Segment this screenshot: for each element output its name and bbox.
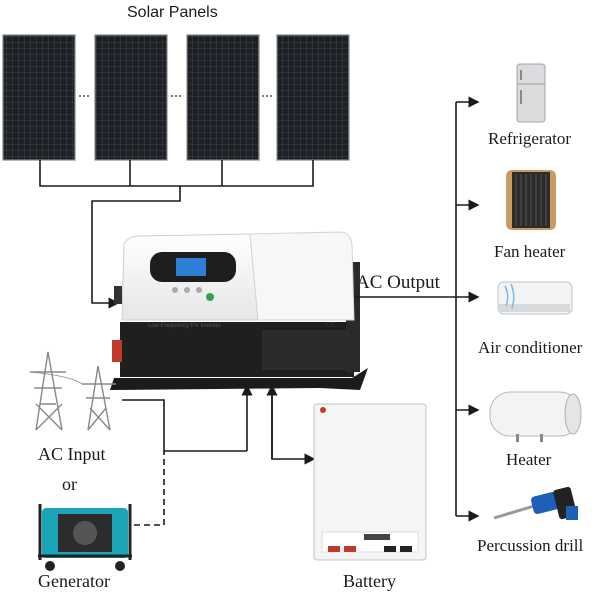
solar-panel-1 (2, 34, 76, 161)
power-tower-icon (29, 351, 116, 431)
solar-panel-2 (94, 34, 168, 161)
output-label-heater: Heater (506, 450, 552, 469)
ac-output-label: AC Output (356, 272, 440, 293)
solar-panels-title: Solar Panels (127, 4, 218, 21)
panel-wiring (39, 160, 314, 309)
generator-label: Generator (38, 571, 110, 591)
solar-panel-4 (276, 34, 350, 161)
output-label-percussion-drill: Percussion drill (477, 536, 584, 555)
battery-icon (313, 403, 427, 561)
ac-output-wiring (354, 96, 480, 522)
panel-ellipsis (79, 95, 272, 97)
generator-icon (38, 504, 132, 571)
water-heater-icon (489, 391, 582, 442)
fan-heater-icon (506, 170, 556, 230)
solar-panel-3 (186, 34, 260, 161)
ac-input-label: AC Input (38, 444, 106, 464)
inverter: Low Frequency PV Inverter CE (110, 231, 368, 390)
refrigerator-icon (516, 63, 546, 123)
inverter-model-text: Low Frequency PV Inverter (148, 323, 221, 329)
ac-input-wiring (122, 384, 253, 452)
battery-wiring (266, 384, 316, 465)
battery-label: Battery (343, 571, 396, 591)
percussion-drill-icon (493, 486, 578, 520)
generator-wiring (134, 451, 165, 526)
or-label: or (62, 474, 77, 494)
output-label-refrigerator: Refrigerator (488, 129, 572, 148)
air-conditioner-icon (497, 281, 573, 315)
output-label-fan-heater: Fan heater (494, 242, 566, 261)
svg-text:CE: CE (326, 322, 336, 329)
output-label-air-conditioner: Air conditioner (478, 338, 583, 357)
